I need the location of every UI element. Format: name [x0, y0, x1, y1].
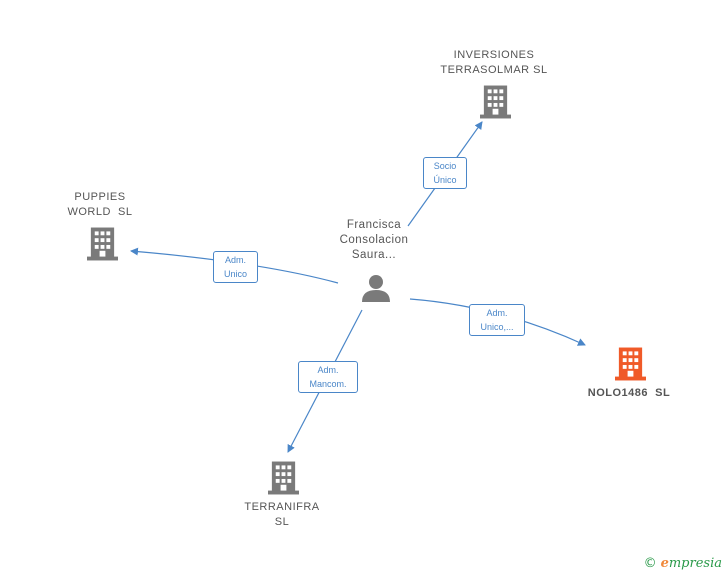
person-name-line-3: Saura...: [351, 249, 397, 261]
edge-label-line: Adm.: [224, 255, 246, 265]
edge-label-line: Adm.: [486, 308, 508, 318]
edge-label-line: Unico: [223, 269, 247, 279]
copyright-symbol: ©: [643, 556, 657, 571]
person-label[interactable]: Francisca Consolacion Saura...: [316, 218, 432, 263]
building-icon-terranifra[interactable]: [268, 461, 299, 495]
edge-label-line: Socio: [433, 161, 457, 171]
company-label-nolo[interactable]: NOLO1486 SL: [574, 386, 684, 401]
brand-name: mpresia: [668, 556, 722, 571]
edge-label-line: Adm.: [317, 365, 339, 375]
edge-label-puppies[interactable]: Adm. Unico: [213, 251, 258, 283]
company-name-line: WORLD SL: [67, 206, 133, 218]
person-name-line-2: Consolacion: [339, 234, 409, 246]
building-icon-puppies[interactable]: [87, 227, 118, 261]
edge-label-line: Único: [433, 175, 457, 185]
edge-label-terranifra[interactable]: Adm. Mancom.: [298, 361, 358, 393]
company-name-line: TERRANIFRA: [244, 501, 320, 513]
company-name-line: NOLO1486 SL: [587, 387, 671, 399]
company-name-line: TERRASOLMAR SL: [440, 64, 548, 76]
company-label-terranifra[interactable]: TERRANIFRA SL: [230, 500, 334, 530]
company-label-puppies[interactable]: PUPPIES WORLD SL: [50, 190, 150, 220]
building-icon-nolo[interactable]: [615, 347, 646, 381]
edge-label-line: Unico,...: [480, 322, 514, 332]
edge-label-line: Mancom.: [309, 379, 347, 389]
company-label-inversiones[interactable]: INVERSIONES TERRASOLMAR SL: [425, 48, 563, 78]
company-name-line: SL: [274, 516, 290, 528]
brand-initial: e: [660, 556, 669, 571]
company-name-line: INVERSIONES: [453, 49, 535, 61]
building-icon-inversiones[interactable]: [480, 85, 511, 119]
edge-label-nolo[interactable]: Adm. Unico,...: [469, 304, 525, 336]
company-name-line: PUPPIES: [74, 191, 126, 203]
edge-label-inversiones[interactable]: Socio Único: [423, 157, 467, 189]
brand-footer: ©empresia: [644, 556, 722, 571]
person-name-line-1: Francisca: [346, 219, 402, 231]
person-icon[interactable]: [362, 275, 390, 302]
